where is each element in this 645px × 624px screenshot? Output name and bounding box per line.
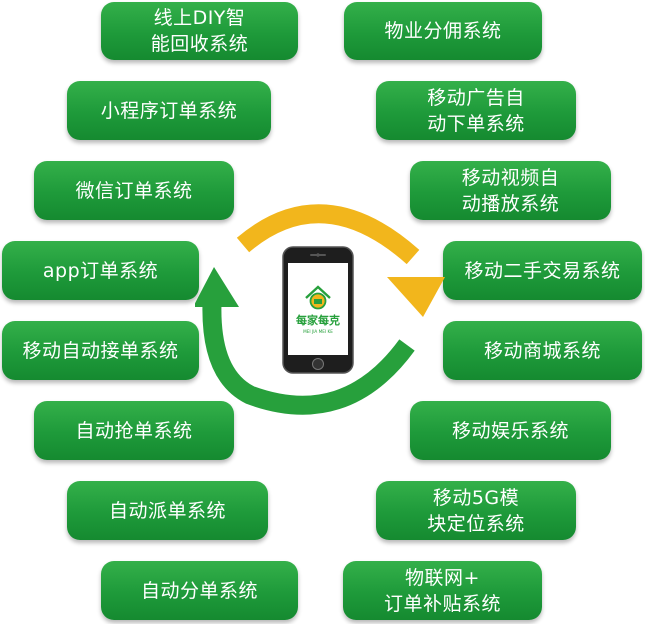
pill-app-order-system: app订单系统: [2, 241, 199, 300]
pill-wechat-order-system: 微信订单系统: [34, 161, 234, 220]
green-arrow-arc: [202, 302, 415, 415]
pill-auto-dispatch-order-system: 自动派单系统: [67, 481, 268, 540]
yellow-arrow-arc: [236, 204, 420, 265]
pill-mobile-5g-positioning-system: 移动5G模 块定位系统: [376, 481, 576, 540]
pill-property-commission-system: 物业分佣系统: [344, 2, 542, 60]
smartphone-icon: 每家每克 MEI JIA MEI KE: [282, 246, 354, 374]
pill-mobile-mall-system: 移动商城系统: [443, 321, 642, 380]
brand-name: 每家每克: [296, 313, 340, 327]
pill-auto-accept-order-system: 移动自动接单系统: [2, 321, 199, 380]
yellow-arrowhead-icon: [387, 277, 445, 317]
pill-mobile-secondhand-trade-system: 移动二手交易系统: [443, 241, 642, 300]
brand-subtext: MEI JIA MEI KE: [303, 329, 333, 334]
pill-iot-order-subsidy-system: 物联网+ 订单补贴系统: [343, 561, 542, 620]
green-arrowhead-icon: [195, 267, 239, 307]
brand-logo-icon: [305, 285, 331, 310]
pill-auto-split-order-system: 自动分单系统: [101, 561, 298, 620]
pill-mobile-entertainment-system: 移动娱乐系统: [410, 401, 611, 460]
pill-mobile-video-autoplay-system: 移动视频自 动播放系统: [410, 161, 611, 220]
pill-diy-recycling-system: 线上DIY智 能回收系统: [101, 2, 298, 60]
pill-mobile-ad-auto-order-system: 移动广告自 动下单系统: [376, 81, 576, 140]
cycle-arrows: [195, 204, 445, 415]
pill-auto-grab-order-system: 自动抢单系统: [34, 401, 234, 460]
pill-mini-program-order-system: 小程序订单系统: [67, 81, 271, 140]
